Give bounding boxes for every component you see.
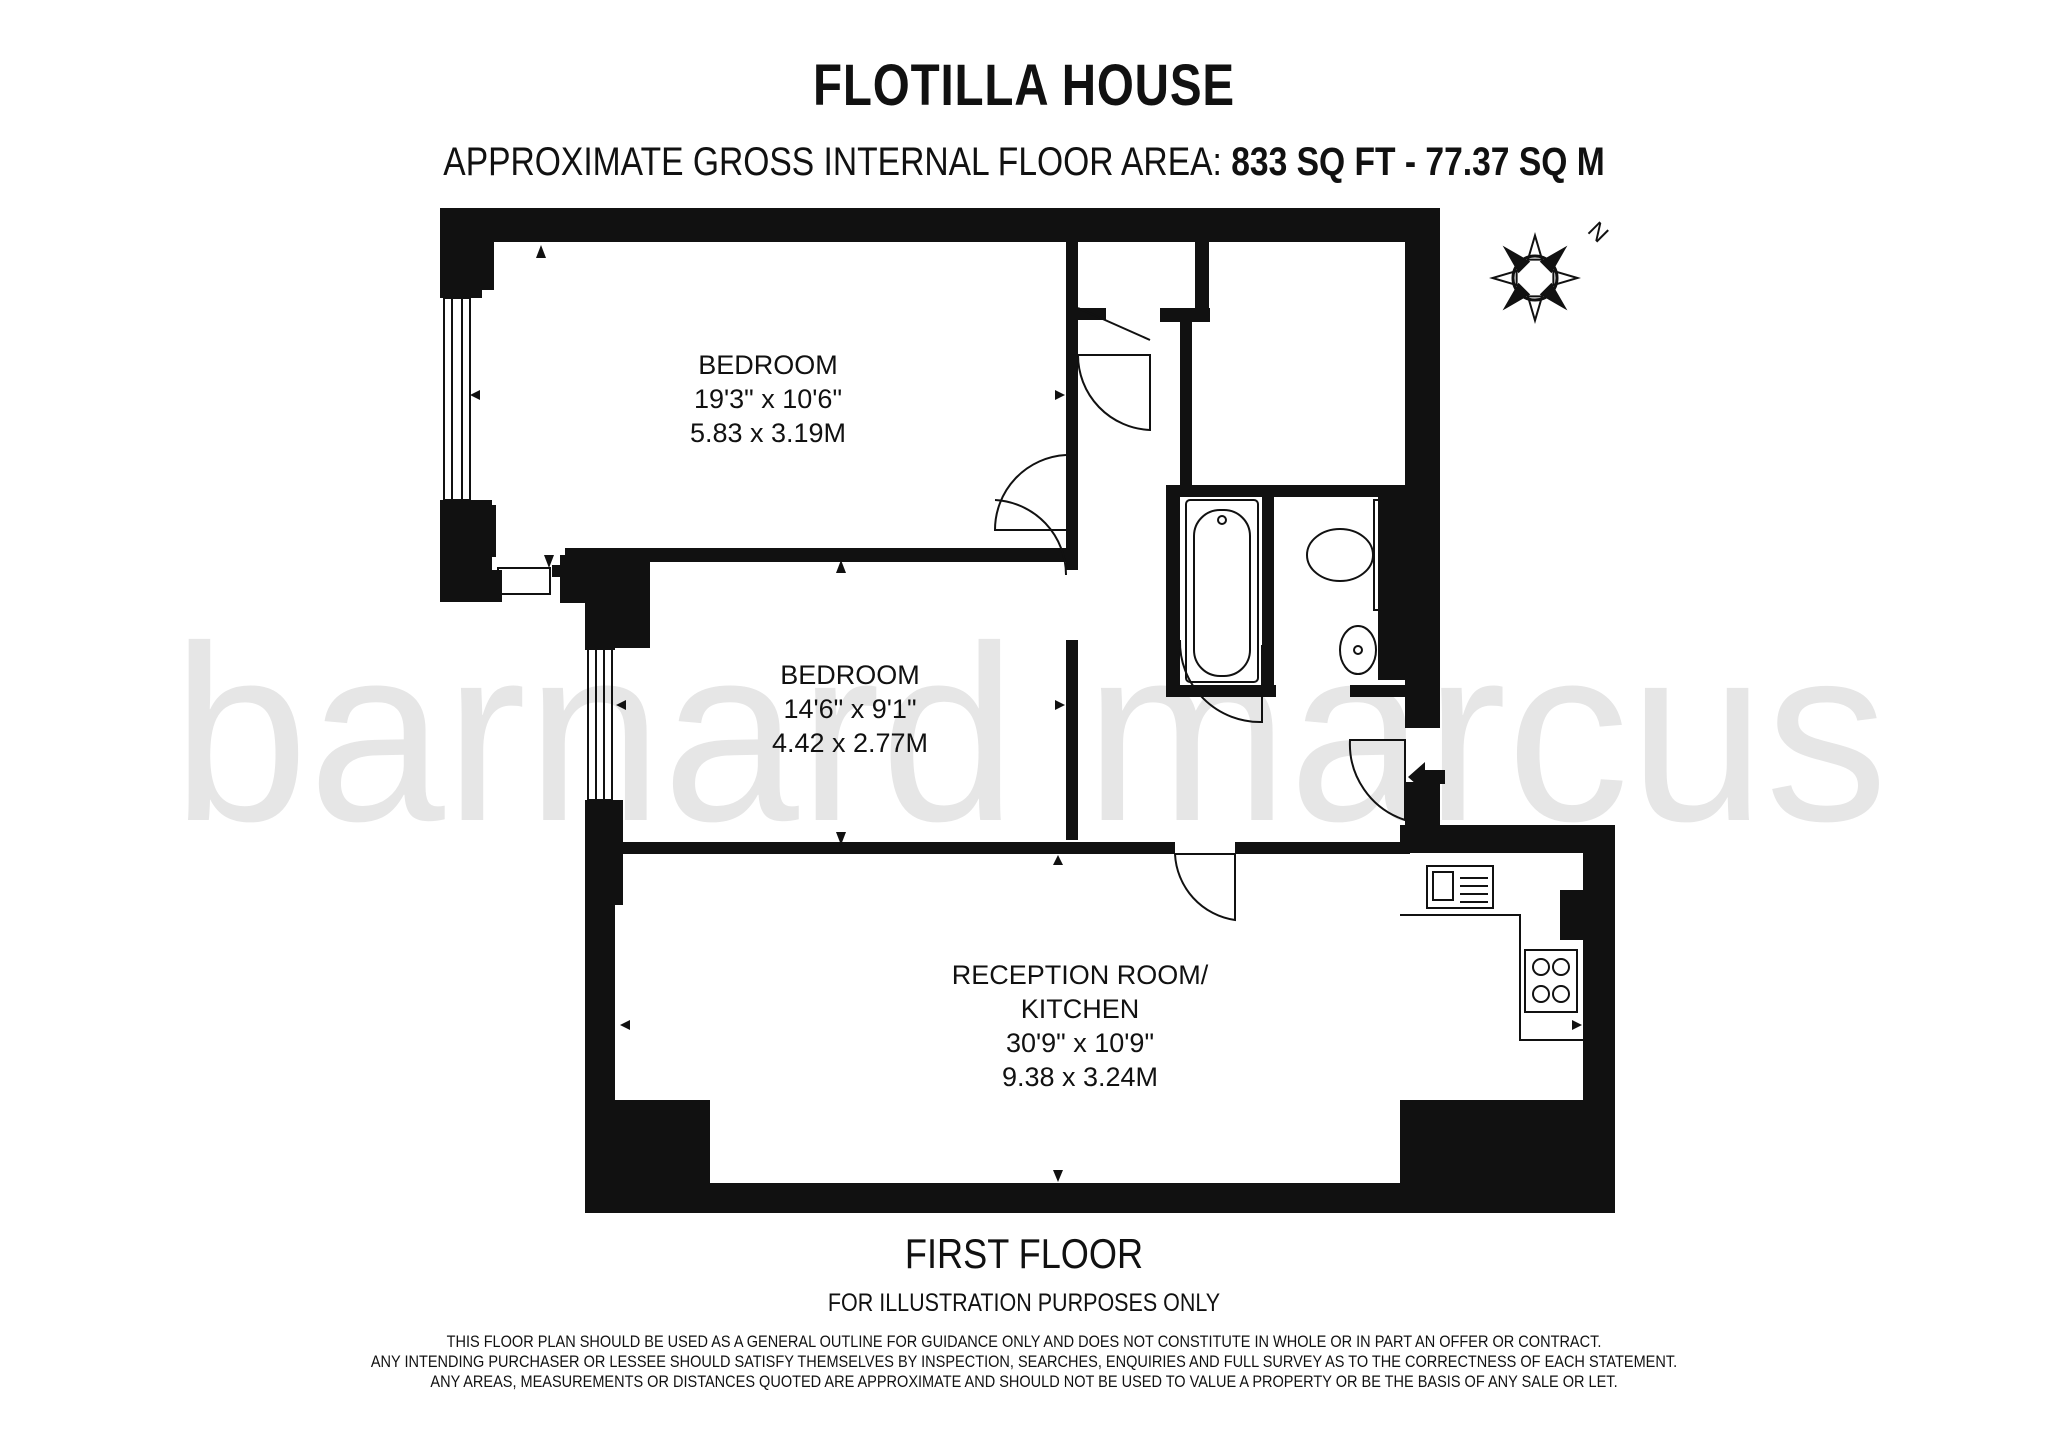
entrance-arrow (1408, 762, 1445, 792)
sink (1426, 865, 1494, 909)
floor-area-prefix: APPROXIMATE GROSS INTERNAL FLOOR AREA: (443, 140, 1222, 184)
watermark: barnard marcus (172, 595, 1888, 874)
compass-north-label: N (1582, 217, 1613, 248)
windows (443, 297, 613, 1069)
disclaimer: THIS FLOOR PLAN SHOULD BE USED AS A GENE… (123, 1332, 1925, 1392)
room-dimensions-imperial: 14'6" x 9'1" (783, 694, 916, 724)
doors (993, 307, 1406, 922)
disclaimer-line: THIS FLOOR PLAN SHOULD BE USED AS A GENE… (446, 1333, 1602, 1351)
room-name-line-1: RECEPTION ROOM/ (952, 960, 1209, 990)
basin (1339, 625, 1377, 675)
room-dimensions-metric: 5.83 x 3.19M (690, 418, 846, 448)
bath-tub (1185, 499, 1259, 683)
disclaimer-line: ANY INTENDING PURCHASER OR LESSEE SHOULD… (370, 1353, 1678, 1371)
floor-area-sqft: 833 SQ FT (1231, 140, 1396, 184)
room-name-line-2: KITCHEN (1021, 994, 1140, 1024)
room-bedroom-1: BEDROOM 19'3" x 10'6" 5.83 x 3.19M (690, 350, 846, 448)
disclaimer-line: ANY AREAS, MEASUREMENTS OR DISTANCES QUO… (430, 1373, 1618, 1391)
floor-area-separator: - (1404, 140, 1417, 184)
compass-icon (1489, 232, 1581, 324)
room-dimensions-metric: 9.38 x 3.24M (1002, 1062, 1158, 1092)
room-name: BEDROOM (698, 350, 838, 380)
room-bedroom-2: BEDROOM 14'6" x 9'1" 4.42 x 2.77M (772, 660, 928, 758)
kitchen-fittings (1400, 865, 1583, 1041)
page-title: FLOTILLA HOUSE (813, 53, 1235, 118)
room-dimensions-metric: 4.42 x 2.77M (772, 728, 928, 758)
toilet (1306, 528, 1374, 582)
walls (440, 208, 1615, 1213)
floor-label: FIRST FLOOR (904, 1230, 1144, 1277)
room-dimensions-imperial: 30'9" x 10'9" (1006, 1028, 1154, 1058)
room-name: BEDROOM (780, 660, 920, 690)
floor-area-line: APPROXIMATE GROSS INTERNAL FLOOR AREA: 8… (164, 140, 1884, 185)
hob (1524, 949, 1578, 1013)
illustration-note: FOR ILLUSTRATION PURPOSES ONLY (827, 1289, 1221, 1317)
bathroom-fittings (1185, 499, 1405, 683)
room-reception-kitchen: RECEPTION ROOM/ KITCHEN 30'9" x 10'9" 9.… (952, 960, 1209, 1092)
floor-area-sqm: 77.37 SQ M (1425, 140, 1605, 184)
dimension-markers (470, 245, 1582, 1182)
room-dimensions-imperial: 19'3" x 10'6" (694, 384, 842, 414)
